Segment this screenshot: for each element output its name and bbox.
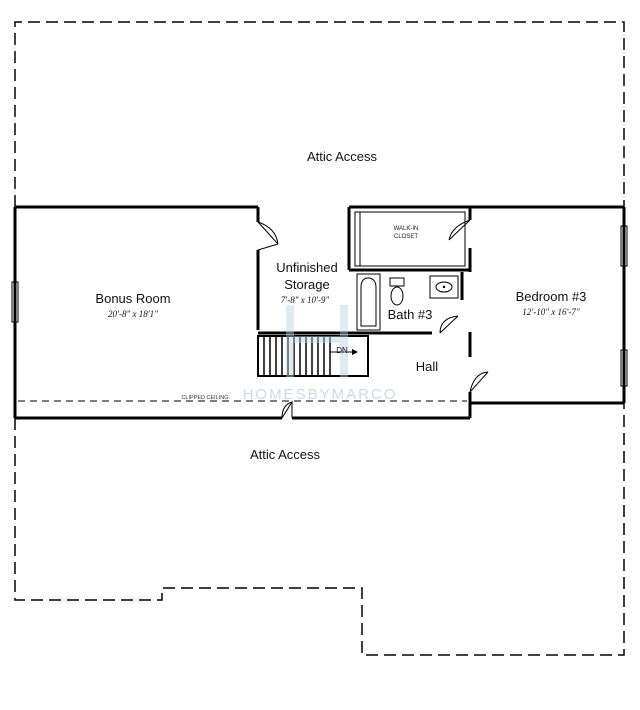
windows (11, 225, 628, 387)
stair-arrow-head (352, 349, 358, 355)
toilet-bowl (390, 286, 404, 306)
watermark (286, 305, 348, 377)
doors (257, 219, 489, 419)
watermark-logo-bar-left (286, 305, 294, 377)
closet-shelving (354, 211, 466, 267)
bath-fixtures (356, 273, 459, 331)
bonus-room-label: Bonus Room (95, 291, 170, 306)
closet-label-line2: CLOSET (394, 234, 418, 240)
stairs (257, 335, 369, 377)
stair-dn-label: DN (336, 346, 348, 355)
bath-label: Bath #3 (388, 307, 433, 322)
toilet-tank (389, 277, 405, 287)
watermark-text: HOMESBYMARCO (243, 386, 398, 403)
bath-door (439, 315, 459, 334)
bonus-door (257, 221, 279, 245)
sink (435, 281, 453, 293)
storage-label-line1: Unfinished (276, 260, 337, 275)
interior-walls (256, 207, 472, 418)
closet-door (448, 219, 471, 241)
closet-label-line1: WALK-IN (394, 226, 419, 232)
attic-bottom-outline (14, 403, 625, 656)
bonus-room-dims: 20'-8" x 18'1" (108, 309, 158, 319)
attic-top-outline (14, 21, 625, 207)
storage-dims: 7'-8" x 10'-9" (281, 295, 330, 305)
attic-access-top-label: Attic Access (307, 149, 378, 164)
closet-shelf-outline (354, 211, 466, 267)
sink-drain (442, 285, 446, 289)
bonus-door-leaf (257, 243, 279, 251)
bathtub-basin (360, 277, 377, 327)
bathtub (356, 273, 381, 331)
clipped-ceiling-label: CLIPPED CEILING (181, 395, 228, 401)
attic-outline (14, 21, 625, 656)
watermark-logo-bar-right (340, 305, 348, 377)
bedroom-label: Bedroom #3 (516, 289, 587, 304)
bedroom-dims: 12'-10" x 16'-7" (522, 307, 580, 317)
attic-access-bottom-label: Attic Access (250, 447, 321, 462)
bedroom-door (469, 371, 489, 393)
storage-label-line2: Storage (284, 277, 330, 292)
bottom-door-swing (281, 401, 293, 419)
stair-outline (257, 335, 369, 377)
watermark-logo-bar-mid (294, 336, 340, 343)
hall-label: Hall (416, 359, 439, 374)
vanity (429, 275, 459, 299)
